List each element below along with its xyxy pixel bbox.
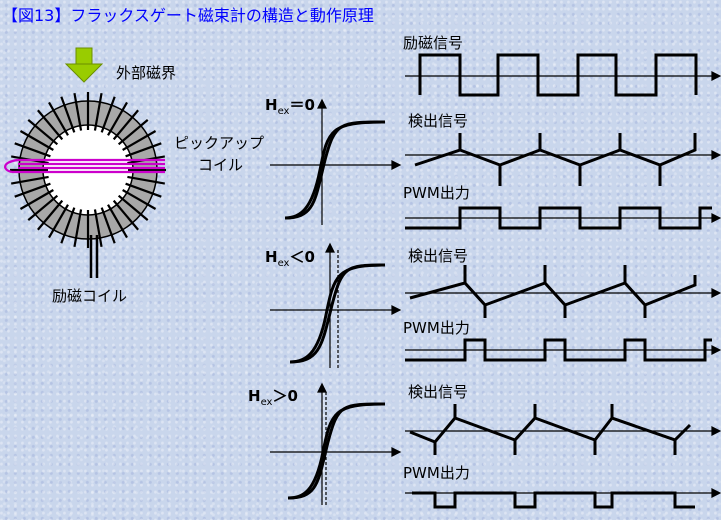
hysteresis-loop-negative — [289, 263, 386, 364]
detection-waveform-3 — [409, 404, 692, 455]
winding-turn — [19, 189, 54, 210]
condition-label-positive: Hex＞0 — [248, 387, 298, 408]
hysteresis-loop-zero — [284, 120, 386, 220]
winding-turn — [125, 142, 162, 158]
winding-turn — [37, 199, 64, 231]
winding-turn — [73, 92, 83, 131]
winding-turn — [112, 109, 139, 141]
pwm-waveform-2 — [405, 338, 712, 362]
pwm-output-label-2: PWM出力 — [403, 319, 470, 337]
winding-turn — [48, 101, 69, 136]
winding-turn — [48, 204, 69, 239]
winding-turn — [117, 119, 149, 146]
external-field-arrow-icon — [64, 47, 104, 83]
winding-turn — [37, 109, 64, 141]
winding-turn — [107, 101, 128, 136]
winding-turn — [107, 204, 128, 239]
pickup-coil-label-line1: ピックアップ — [174, 134, 265, 152]
excitation-waveform — [418, 53, 698, 97]
external-field-label: 外部磁界 — [116, 64, 177, 82]
condition-label-zero: Hex＝0 — [265, 96, 315, 117]
pickup-coil-label-line2: コイル — [198, 156, 244, 174]
winding-turn — [27, 194, 59, 221]
detection-waveform-1 — [414, 133, 697, 186]
detection-signal-label-3: 検出信号 — [408, 383, 469, 401]
pwm-waveform-1 — [405, 206, 712, 230]
winding-turn — [19, 130, 54, 151]
winding-turn — [100, 207, 116, 244]
pickup-coil-icon — [4, 158, 165, 174]
detection-waveform-2 — [409, 265, 697, 318]
winding-turn — [93, 92, 103, 131]
toroid-diagram — [4, 47, 166, 278]
winding-turn — [112, 199, 139, 231]
winding-turn — [27, 119, 59, 146]
detection-signal-label-1: 検出信号 — [408, 112, 469, 130]
hysteresis-loop-positive — [287, 402, 386, 500]
figure-title: 【図13】フラックスゲート磁束計の構造と動作原理 — [2, 6, 374, 25]
winding-turn — [14, 142, 51, 158]
winding-turn — [122, 189, 157, 210]
winding-turn — [125, 182, 162, 198]
excitation-coil-label: 励磁コイル — [52, 287, 128, 305]
condition-label-negative: Hex＜0 — [265, 248, 315, 269]
winding-turn — [93, 209, 103, 248]
excitation-signal-label: 励磁信号 — [403, 34, 464, 52]
winding-turn — [127, 175, 166, 185]
hysteresis-axes-zero — [270, 98, 402, 225]
winding-turn — [122, 130, 157, 151]
pickup-coil-label: ピックアップ コイル — [174, 132, 264, 176]
winding-turn — [117, 194, 149, 221]
winding-turn — [100, 96, 116, 133]
pwm-waveform-3 — [412, 491, 695, 509]
detection-signal-label-2: 検出信号 — [408, 247, 469, 265]
winding-turn — [60, 207, 76, 244]
winding-turn — [14, 182, 51, 198]
hysteresis-axes-positive — [270, 382, 402, 505]
pwm-output-label-1: PWM出力 — [403, 184, 470, 202]
pwm-output-label-3: PWM出力 — [403, 464, 470, 482]
winding-turn — [10, 175, 49, 185]
winding-turn — [73, 209, 83, 248]
winding-turn — [60, 96, 76, 133]
hysteresis-axes-negative — [270, 242, 402, 368]
